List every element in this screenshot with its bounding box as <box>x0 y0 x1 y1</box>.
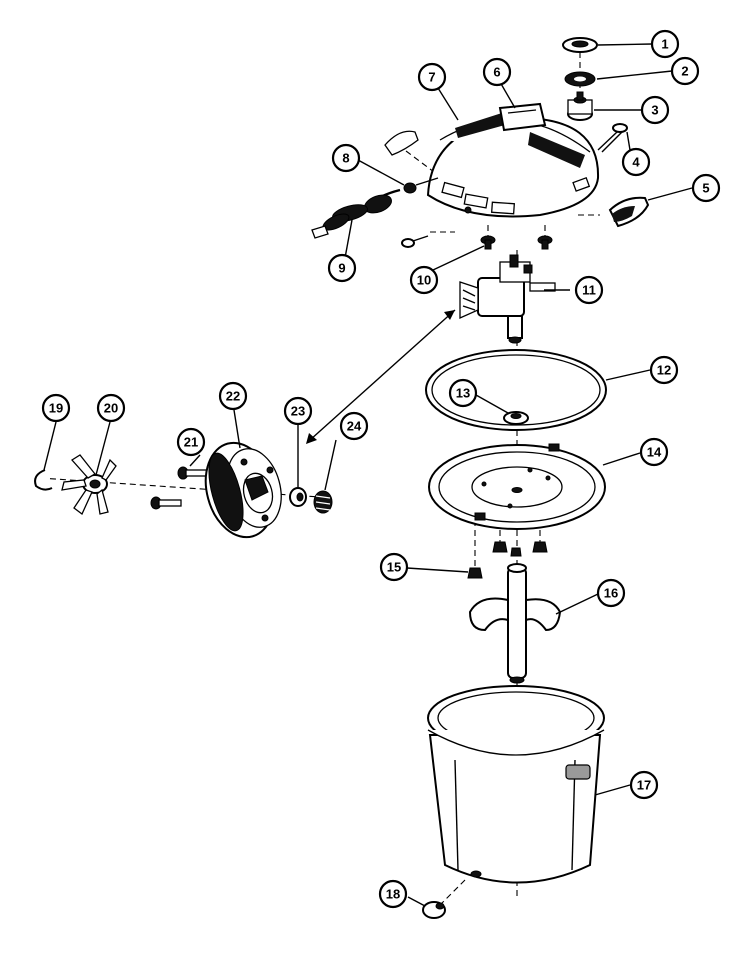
callout-17: 17 <box>629 770 659 800</box>
callout-21-label: 21 <box>184 435 198 450</box>
part-20-fan-blade <box>61 454 117 516</box>
callout-9: 9 <box>327 253 357 283</box>
callout-18-label: 18 <box>386 887 400 902</box>
callout-7: 7 <box>417 62 447 92</box>
callout-21: 21 <box>176 427 206 457</box>
part-13-seal-nut <box>503 411 529 425</box>
part-21-screws <box>150 466 209 510</box>
callout-23-label: 23 <box>291 404 305 419</box>
part-18-drain-plug <box>422 901 446 919</box>
callout-11: 11 <box>574 275 604 305</box>
part-6-handle <box>498 102 547 132</box>
callout-6-label: 6 <box>493 65 500 80</box>
part-24-spring <box>313 490 333 514</box>
callout-20: 20 <box>96 393 126 423</box>
callout-20-label: 20 <box>104 401 118 416</box>
callout-24-label: 24 <box>347 419 362 434</box>
part-3-knob <box>567 91 593 121</box>
callout-18: 18 <box>378 879 408 909</box>
part-23-bearing <box>289 487 307 507</box>
part-10-screws <box>401 235 553 250</box>
callout-9-label: 9 <box>338 261 345 276</box>
callout-14: 14 <box>639 437 669 467</box>
callout-19: 19 <box>41 393 71 423</box>
callout-22-label: 22 <box>226 389 240 404</box>
callout-1-label: 1 <box>661 37 668 52</box>
callout-16-label: 16 <box>604 586 618 601</box>
callout-10: 10 <box>409 265 439 295</box>
part-2-seal <box>564 71 596 87</box>
part-14-base-plate <box>428 443 606 530</box>
part-12-gasket-ring <box>425 349 607 431</box>
part-9-power-cord <box>311 188 401 239</box>
callout-5-label: 5 <box>702 181 709 196</box>
callout-6: 6 <box>482 57 512 87</box>
callout-13-label: 13 <box>456 386 470 401</box>
callout-14-label: 14 <box>647 445 662 460</box>
callout-10-label: 10 <box>417 273 431 288</box>
callout-8: 8 <box>331 143 361 173</box>
callout-2: 2 <box>670 56 700 86</box>
assembly-arrow <box>306 309 456 444</box>
callout-19-label: 19 <box>49 401 63 416</box>
part-8-strain-relief <box>384 130 439 194</box>
callout-22: 22 <box>218 381 248 411</box>
part-15-screws <box>467 541 548 579</box>
part-11-motor <box>459 254 556 344</box>
callout-3-label: 3 <box>651 103 658 118</box>
callout-8-label: 8 <box>342 151 349 166</box>
part-1-washer <box>562 37 598 53</box>
callout-24: 24 <box>339 411 369 441</box>
callout-17-label: 17 <box>637 778 651 793</box>
callout-11-label: 11 <box>582 283 596 298</box>
callout-4: 4 <box>621 147 651 177</box>
callout-5: 5 <box>691 173 721 203</box>
part-5-switch <box>608 196 650 228</box>
callout-15-label: 15 <box>387 560 401 575</box>
callout-2-label: 2 <box>681 64 688 79</box>
part-4-screw <box>597 123 628 153</box>
callout-12-label: 12 <box>657 363 671 378</box>
callout-7-label: 7 <box>428 70 435 85</box>
callout-23: 23 <box>283 396 313 426</box>
part-16-agitator <box>468 563 562 684</box>
callout-4-label: 4 <box>632 155 640 170</box>
callout-1: 1 <box>650 29 680 59</box>
callout-16: 16 <box>596 578 626 608</box>
callout-12: 12 <box>649 355 679 385</box>
callout-13: 13 <box>448 378 478 408</box>
callout-15: 15 <box>379 552 409 582</box>
part-19-clip-ring <box>34 469 53 491</box>
callout-3: 3 <box>640 95 670 125</box>
part-22-end-bell <box>204 441 282 539</box>
part-17-bowl <box>427 685 605 884</box>
callout-leaders <box>43 43 693 907</box>
part-7-motor-cover <box>426 112 600 218</box>
